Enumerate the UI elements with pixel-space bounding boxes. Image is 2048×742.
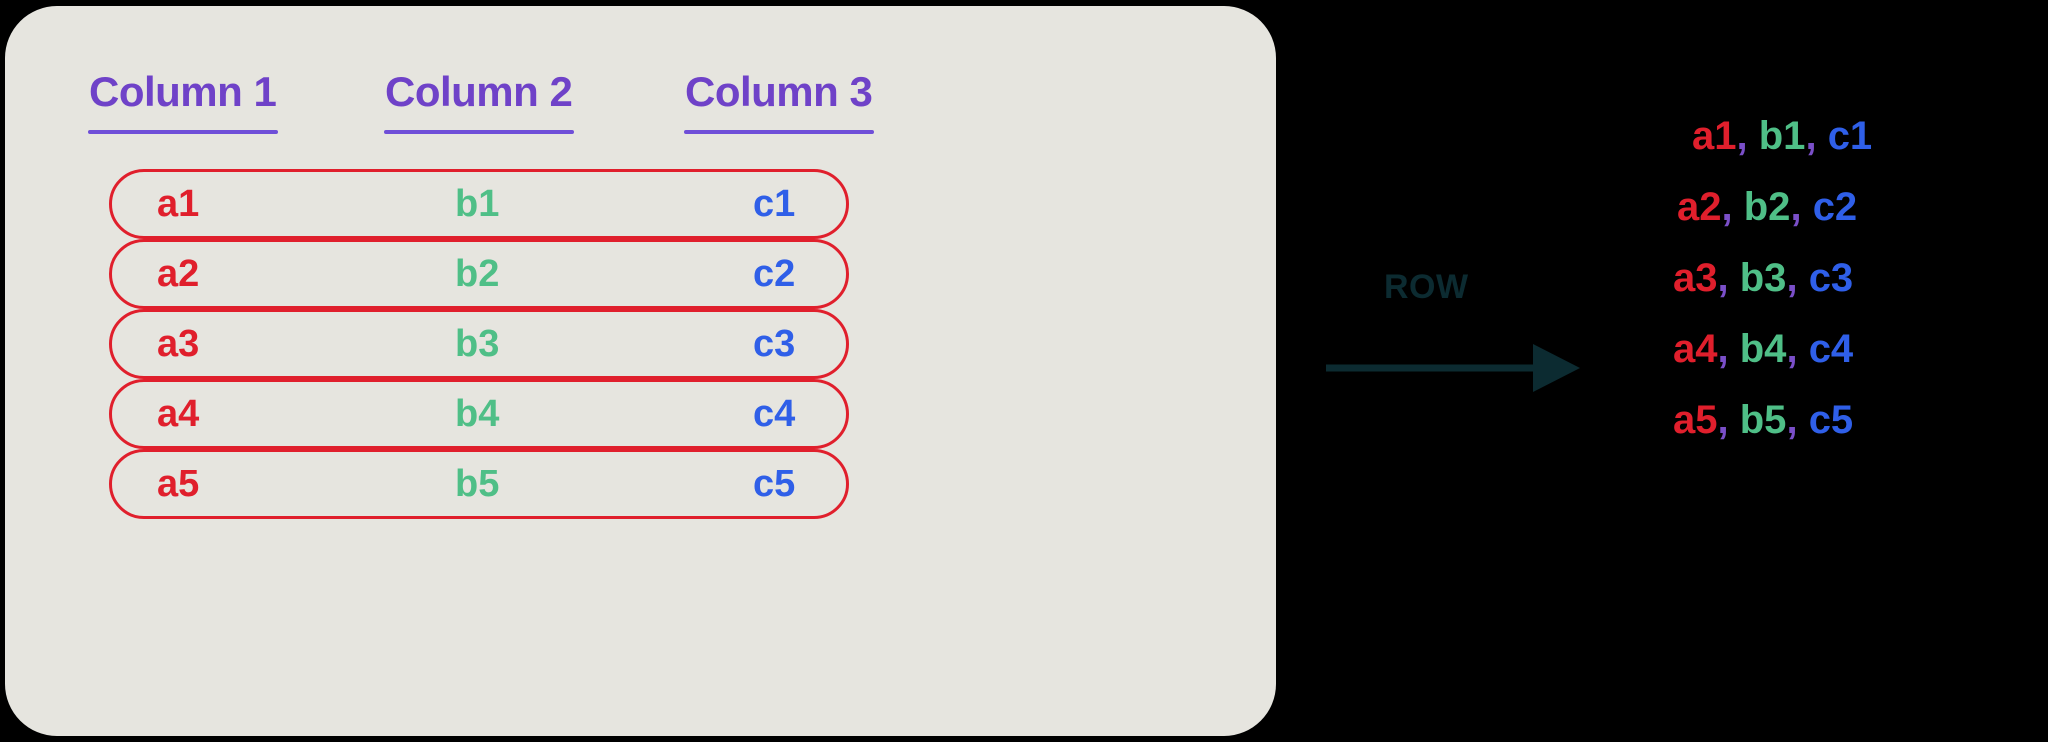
output-row: a4, b4, c4 xyxy=(1673,325,1853,373)
output-separator: , xyxy=(1736,114,1748,158)
column-header-underline-1 xyxy=(88,130,278,134)
table-cell-b: b3 xyxy=(455,323,500,365)
table-cell-b: b5 xyxy=(455,463,500,505)
output-token-b: b2 xyxy=(1743,185,1791,229)
table-cell-c: c3 xyxy=(753,323,796,365)
table-row xyxy=(109,379,849,449)
table-row xyxy=(109,309,849,379)
output-token-b: b1 xyxy=(1758,114,1806,158)
table-cell-a: a2 xyxy=(157,253,200,295)
output-separator: , xyxy=(1786,256,1798,300)
table-cell-a: a3 xyxy=(157,323,200,365)
table-cell-c: c2 xyxy=(753,253,796,295)
column-header-1: Column 1 xyxy=(89,68,277,115)
output-token-c: c4 xyxy=(1808,327,1854,371)
output-token-b: b3 xyxy=(1739,256,1787,300)
output-row-list: a1, b1, c1 a2, b2, c2 a3, b3, c3 a4, b4,… xyxy=(1640,112,2040,512)
output-token-a: a2 xyxy=(1677,185,1722,229)
table-cell-c: c4 xyxy=(753,393,796,435)
table-row xyxy=(109,169,849,239)
column-header-3: Column 3 xyxy=(685,68,873,115)
output-token-c: c5 xyxy=(1808,398,1854,442)
output-token-b: b5 xyxy=(1739,398,1787,442)
output-token-c: c2 xyxy=(1812,185,1858,229)
output-token-a: a5 xyxy=(1673,398,1718,442)
output-token-a: a4 xyxy=(1673,327,1718,371)
arrow-label: ROW xyxy=(1384,268,1469,306)
output-separator: , xyxy=(1717,256,1729,300)
output-separator: , xyxy=(1721,185,1733,229)
table-row xyxy=(109,239,849,309)
output-token-b: b4 xyxy=(1739,327,1787,371)
row-transform-annotation: ROW xyxy=(1320,260,1590,410)
output-row: a3, b3, c3 xyxy=(1673,254,1853,302)
output-token-a: a1 xyxy=(1692,114,1737,158)
table-cell-c: c5 xyxy=(753,463,796,505)
column-header-2: Column 2 xyxy=(385,68,573,115)
output-separator: , xyxy=(1805,114,1817,158)
output-separator: , xyxy=(1786,327,1798,371)
right-arrow-icon xyxy=(1326,344,1580,392)
output-separator: , xyxy=(1717,327,1729,371)
table-cell-b: b1 xyxy=(455,183,500,225)
table-panel: Column 1 Column 2 Column 3 a1 b1 c1 a2 b… xyxy=(5,6,1276,736)
output-token-c: c3 xyxy=(1808,256,1854,300)
output-row: a1, b1, c1 xyxy=(1692,112,1872,160)
output-separator: , xyxy=(1786,398,1798,442)
column-header-underline-3 xyxy=(684,130,874,134)
output-token-c: c1 xyxy=(1827,114,1873,158)
output-row: a2, b2, c2 xyxy=(1677,183,1857,231)
table-cell-c: c1 xyxy=(753,183,796,225)
table-cell-a: a1 xyxy=(157,183,200,225)
output-row: a5, b5, c5 xyxy=(1673,396,1853,444)
table-cell-a: a4 xyxy=(157,393,200,435)
output-separator: , xyxy=(1717,398,1729,442)
table-row xyxy=(109,449,849,519)
table-cell-b: b4 xyxy=(455,393,500,435)
table-cell-b: b2 xyxy=(455,253,500,295)
output-token-a: a3 xyxy=(1673,256,1718,300)
output-separator: , xyxy=(1790,185,1802,229)
table-cell-a: a5 xyxy=(157,463,200,505)
column-header-underline-2 xyxy=(384,130,574,134)
